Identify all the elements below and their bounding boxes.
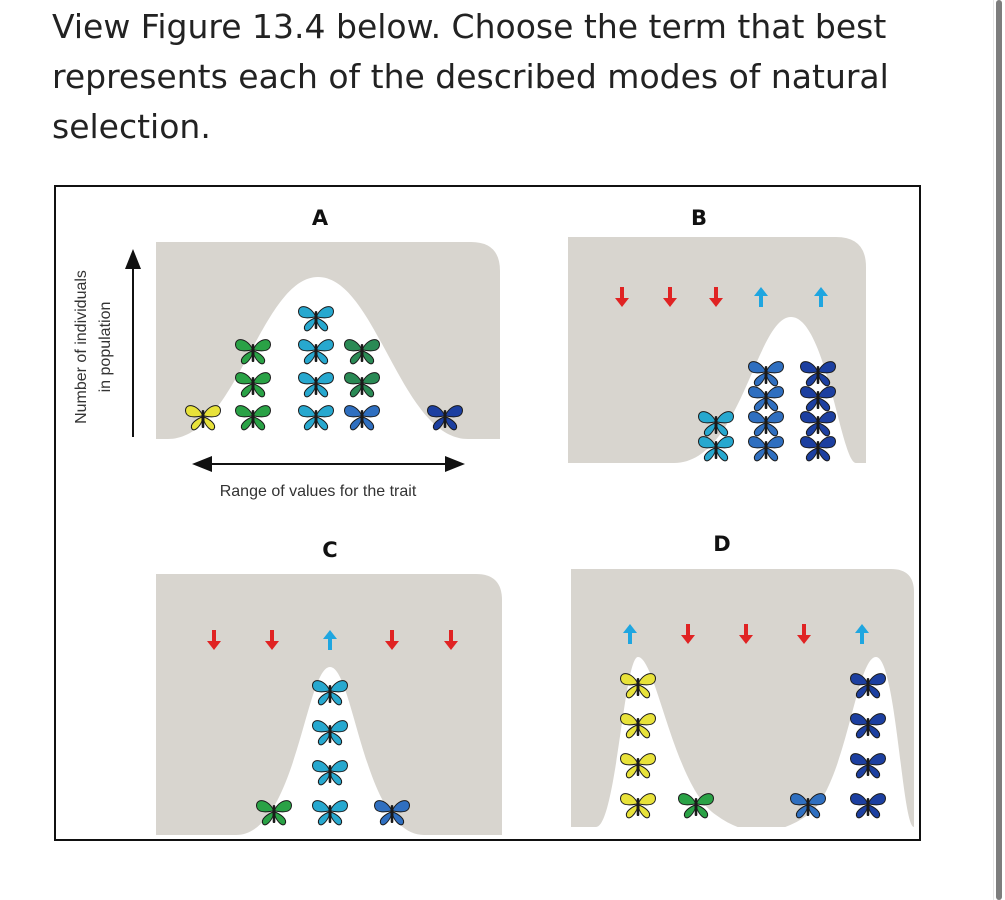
panel-b-arrow-down-icon [663, 287, 677, 307]
panel-d-arrow-up-icon [855, 624, 869, 644]
panel-label-c: C [322, 538, 337, 562]
panel-b-butterfly-icon [800, 436, 836, 462]
y-axis-label-line1: Number of individuals [73, 270, 90, 424]
panel-d-butterfly-icon [620, 673, 656, 699]
panel-c-butterfly-icon [256, 800, 292, 826]
scrollbar-track[interactable] [993, 0, 1005, 900]
panel-b-arrow-up-icon [754, 287, 768, 307]
panel-a-butterfly-icon [185, 405, 221, 431]
panel-a-butterfly-icon [235, 372, 271, 398]
panel-a-butterfly-icon [235, 405, 271, 431]
panel-c-arrow-up-icon [323, 630, 337, 650]
panel-d-butterfly-icon [678, 793, 714, 819]
panel-c-arrow-down-icon [444, 630, 458, 650]
panel-c-butterfly-icon [312, 680, 348, 706]
panel-a-butterfly-icon [427, 405, 463, 431]
panel-d-butterflies [620, 673, 886, 819]
panel-a-butterfly-icon [298, 339, 334, 365]
panel-d-butterfly-icon [850, 713, 886, 739]
panel-d-butterfly-icon [620, 713, 656, 739]
panel-b-selection-arrows [615, 287, 828, 307]
panel-d-selection-arrows [623, 624, 869, 644]
panel-d-arrow-down-icon [681, 624, 695, 644]
panel-c-arrow-down-icon [385, 630, 399, 650]
panel-c-butterfly-icon [374, 800, 410, 826]
panel-label-b: B [691, 206, 707, 230]
panel-d-arrow-down-icon [739, 624, 753, 644]
panel-a-butterfly-icon [298, 405, 334, 431]
panel-b-butterfly-icon [800, 386, 836, 412]
panel-c-distribution-curve [236, 667, 424, 835]
panel-b-arrow-down-icon [615, 287, 629, 307]
panel-b-butterfly-icon [800, 411, 836, 437]
panel-a-butterfly-icon [344, 405, 380, 431]
panel-c-butterfly-icon [312, 720, 348, 746]
panel-b-butterfly-icon [748, 361, 784, 387]
panel-b-butterflies [698, 361, 836, 462]
panel-b-butterfly-icon [748, 386, 784, 412]
panel-c-butterfly-icon [312, 800, 348, 826]
panel-b-butterfly-icon [698, 436, 734, 462]
panel-c-butterflies [256, 680, 410, 826]
panel-c-arrow-down-icon [265, 630, 279, 650]
question-text: View Figure 13.4 below. Choose the term … [52, 7, 889, 146]
panel-b-butterfly-icon [698, 411, 734, 437]
panel-label-a: A [312, 206, 329, 230]
figure-13-4: Number of individuals in population Rang… [54, 185, 921, 841]
panel-a-butterflies [185, 306, 463, 431]
panel-d-butterfly-icon [620, 793, 656, 819]
panel-b-butterfly-icon [800, 361, 836, 387]
panel-b-butterfly-icon [748, 436, 784, 462]
panel-b [568, 237, 866, 463]
panel-a-butterfly-icon [344, 339, 380, 365]
scrollbar-thumb[interactable] [996, 0, 1002, 900]
panel-d-butterfly-icon [790, 793, 826, 819]
figure-canvas: Number of individuals in population Rang… [73, 206, 914, 835]
panel-a-butterfly-icon [298, 372, 334, 398]
panel-d-butterfly-icon [850, 753, 886, 779]
panel-c [156, 574, 502, 835]
panel-b-arrow-up-icon [814, 287, 828, 307]
y-axis-label-line2: in population [97, 302, 114, 393]
panel-b-arrow-down-icon [709, 287, 723, 307]
panel-d-butterfly-icon [850, 793, 886, 819]
panel-c-butterfly-icon [312, 760, 348, 786]
panel-d-butterfly-icon [850, 673, 886, 699]
panel-a [156, 242, 500, 439]
panel-b-butterfly-icon [748, 411, 784, 437]
panel-a-butterfly-icon [298, 306, 334, 332]
x-axis-label: Range of values for the trait [220, 483, 417, 500]
panel-c-selection-arrows [207, 630, 458, 650]
panel-a-butterfly-icon [235, 339, 271, 365]
panel-d-arrow-up-icon [623, 624, 637, 644]
panel-a-butterfly-icon [344, 372, 380, 398]
panel-d-arrow-down-icon [797, 624, 811, 644]
panel-d [571, 569, 914, 832]
panel-d-butterfly-icon [620, 753, 656, 779]
panel-d-distribution-curve [596, 657, 914, 832]
panel-c-arrow-down-icon [207, 630, 221, 650]
panel-label-d: D [713, 532, 730, 556]
